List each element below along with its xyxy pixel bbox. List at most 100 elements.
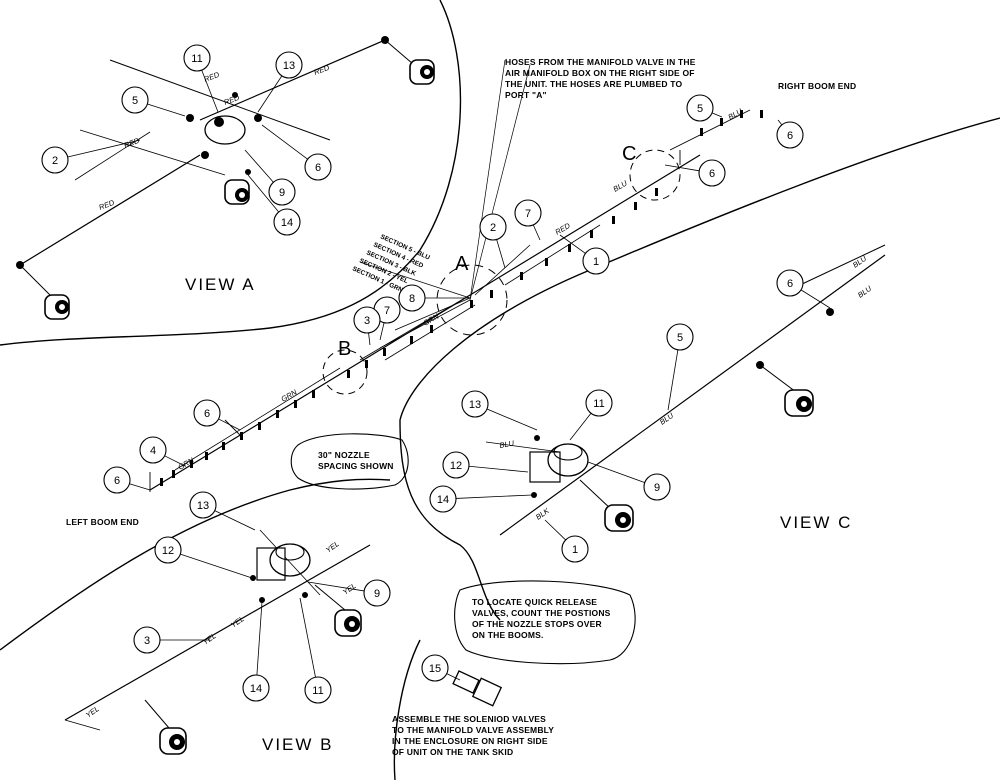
callout-number: 8 — [409, 293, 415, 305]
callout-number: 2 — [490, 222, 496, 234]
callout-a9: 9 — [244, 149, 296, 206]
view-c-drawing: BLU BLU BLU BLU BLK — [485, 244, 886, 536]
wire-label: BLU — [499, 438, 516, 449]
nozzle-icon — [44, 294, 70, 320]
detail-c-circle — [629, 149, 681, 201]
svg-text:PORT "A": PORT "A" — [505, 90, 547, 100]
callout-number: 12 — [162, 545, 174, 557]
nozzle-ticks — [160, 110, 763, 486]
callout-number: 6 — [787, 278, 793, 290]
callout-c12: 12 — [442, 451, 529, 479]
callout-number: 11 — [191, 53, 202, 65]
callout-number: 5 — [697, 103, 703, 115]
callout-number: 7 — [384, 305, 390, 317]
callout-c6: 6 — [776, 269, 831, 309]
callout-a2: 2 — [41, 139, 141, 174]
callout-a6: 6 — [261, 124, 332, 181]
wire-label: BLU — [612, 178, 630, 193]
nozzle-icon — [409, 59, 435, 85]
spacing-note: 30" NOZZLE SPACING SHOWN — [318, 450, 394, 471]
solenoid-valve-icon — [452, 670, 503, 707]
callout-c14: 14 — [429, 485, 533, 513]
callout-m5: 5 — [686, 94, 723, 122]
left-boom-end-label: LEFT BOOM END — [66, 517, 139, 527]
callout-m6c: 6 — [664, 159, 726, 187]
wire-label: YEL — [229, 614, 246, 630]
hoses-note: HOSES FROM THE MANIFOLD VALVE IN THE AIR… — [505, 57, 696, 100]
wire-label: RED — [203, 70, 222, 84]
svg-text:30" NOZZLE: 30" NOZZLE — [318, 450, 370, 460]
callout-number: 5 — [132, 95, 138, 107]
callout-b3: 3 — [133, 626, 210, 654]
callout-number: 6 — [315, 162, 321, 174]
wire-label: YEL — [324, 539, 341, 555]
svg-text:OF UNIT ON THE TANK SKID: OF UNIT ON THE TANK SKID — [392, 747, 513, 757]
callout-number: 1 — [572, 544, 578, 556]
locate-note-outline — [454, 580, 636, 665]
wire-label: BLU — [851, 254, 869, 270]
nozzle-icon — [159, 727, 187, 755]
callout-number: 13 — [469, 399, 481, 411]
callout-m3: 3 — [353, 306, 381, 346]
view-b-title: VIEW B — [262, 735, 334, 754]
callout-number: 3 — [144, 635, 150, 647]
nozzle-icon — [334, 609, 362, 637]
view-b-drawing: YEL YEL YEL YEL YEL — [64, 529, 503, 755]
callout-number: 13 — [197, 500, 209, 512]
nozzle-icon — [604, 504, 634, 532]
svg-text:TO THE MANIFOLD VALVE ASSEMBLY: TO THE MANIFOLD VALVE ASSEMBLY — [392, 725, 554, 735]
callout-number: 9 — [654, 482, 660, 494]
callout-a14: 14 — [247, 174, 301, 236]
view-a-drawing: RED RED RED RED RED — [16, 36, 435, 320]
callout-number: 15 — [429, 663, 441, 675]
callout-number: 4 — [150, 445, 156, 457]
svg-text:TO LOCATE QUICK RELEASE: TO LOCATE QUICK RELEASE — [472, 597, 597, 607]
callout-number: 3 — [364, 315, 370, 327]
callout-number: 12 — [450, 460, 462, 472]
view-a-title: VIEW A — [185, 275, 256, 294]
callout-number: 6 — [787, 130, 793, 142]
detail-b-circle — [322, 349, 368, 395]
view-b-right-boundary — [393, 639, 421, 780]
spacing-note-outline — [290, 433, 409, 490]
callout-number: 11 — [593, 398, 604, 410]
callout-c13: 13 — [461, 390, 538, 431]
callout-group: 11 13 5 6 2 9 14 5 6 6 2 7 1 8 7 3 6 4 6 6 5 13 11 12 9 14 1 13 12 9 3… — [41, 44, 831, 704]
callout-m6r: 6 — [776, 119, 804, 149]
svg-text:SPACING SHOWN: SPACING SHOWN — [318, 461, 394, 471]
nozzle-icon — [784, 389, 814, 417]
callout-number: 6 — [709, 168, 715, 180]
callout-m7a: 7 — [514, 199, 542, 241]
detail-b-label: B — [338, 338, 351, 360]
view-b-upper-boundary — [0, 478, 391, 651]
callout-number: 7 — [525, 208, 531, 220]
callout-number: 6 — [204, 408, 210, 420]
right-boom-end-label: RIGHT BOOM END — [778, 81, 856, 91]
svg-text:THE UNIT. THE HOSES ARE PLUMBE: THE UNIT. THE HOSES ARE PLUMBED TO — [505, 79, 682, 89]
view-c-title: VIEW C — [780, 513, 852, 532]
callout-number: 14 — [281, 217, 293, 229]
callout-number: 6 — [114, 475, 120, 487]
callout-c5: 5 — [666, 323, 694, 411]
callout-m6l: 6 — [193, 399, 241, 431]
callout-number: 14 — [437, 494, 449, 506]
callout-b9: 9 — [307, 579, 391, 607]
view-a-boundary — [0, 0, 462, 346]
callout-m8: 8 — [398, 284, 470, 312]
wire-label: RED — [98, 198, 117, 212]
callout-b15: 15 — [421, 654, 461, 682]
callout-m1: 1 — [559, 234, 610, 275]
wire-label: YEL — [84, 704, 101, 720]
svg-text:IN THE ENCLOSURE ON RIGHT SIDE: IN THE ENCLOSURE ON RIGHT SIDE — [392, 736, 548, 746]
callout-a13: 13 — [257, 51, 303, 113]
svg-text:ON THE BOOMS.: ON THE BOOMS. — [472, 630, 544, 640]
callout-m6le: 6 — [103, 466, 151, 494]
detail-c-label: C — [622, 143, 636, 165]
svg-text:VALVES, COUNT THE POSTIONS: VALVES, COUNT THE POSTIONS — [472, 608, 611, 618]
callout-a11: 11 — [183, 44, 219, 113]
svg-text:OF THE NOZZLE STOPS OVER: OF THE NOZZLE STOPS OVER — [472, 619, 602, 629]
svg-text:ASSEMBLE THE SOLENIOD VALVES: ASSEMBLE THE SOLENIOD VALVES — [392, 714, 546, 724]
callout-c1: 1 — [544, 519, 589, 563]
